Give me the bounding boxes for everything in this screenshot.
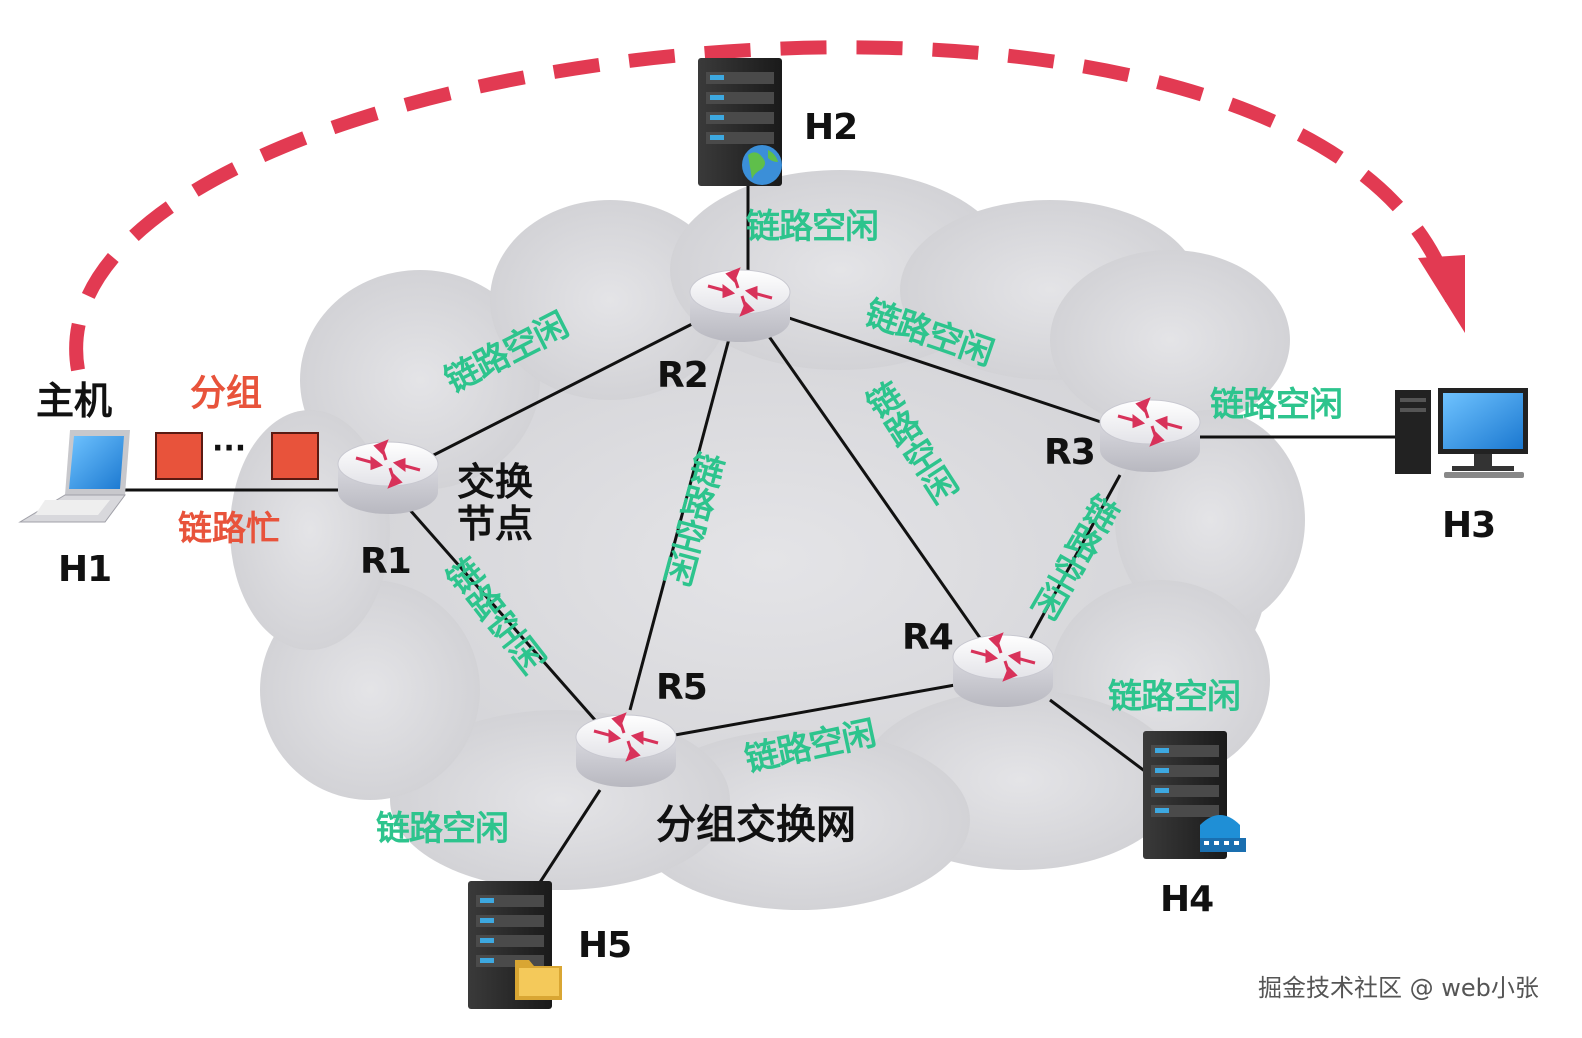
- link-r5-h5-status: 链路空闲: [376, 809, 509, 849]
- file-server-icon: [468, 881, 562, 1009]
- host-h2-label: H2: [804, 107, 858, 148]
- watermark-text: 掘金技术社区 @ web小张: [1258, 974, 1539, 1002]
- router-r5-label: R5: [656, 667, 708, 708]
- link-r4-h4: [1049, 698, 1151, 777]
- router-r2-icon: [688, 268, 792, 344]
- host-h1-label: H1: [58, 549, 112, 590]
- link-r5-h5: [533, 789, 602, 891]
- host-title-label: 主机: [36, 379, 113, 423]
- link-h2-r2-status: 链路空闲: [746, 207, 879, 247]
- router-r1-icon: [336, 440, 440, 516]
- router-r3-label: R3: [1044, 432, 1096, 473]
- laptop-icon: [18, 430, 130, 523]
- web-server-icon: [698, 58, 782, 186]
- router-r3-icon: [1098, 398, 1202, 474]
- transfer-arc-arrow: [69, 40, 1459, 372]
- router-r4-icon: [951, 633, 1055, 709]
- switching-node-label: 交换 节点: [457, 460, 534, 546]
- network-links: [125, 178, 1410, 891]
- router-r5-icon: [574, 713, 678, 789]
- link-r3-h3-status: 链路空闲: [1210, 385, 1343, 425]
- link-r2-r4: [766, 334, 987, 646]
- packet-label: 分组: [190, 373, 263, 414]
- desktop-computer-icon: [1395, 388, 1528, 478]
- link-r2-r3: [779, 313, 1111, 427]
- host-h3-label: H3: [1442, 505, 1496, 546]
- host-h5-label: H5: [578, 925, 632, 966]
- link-r4-h4-status: 链路空闲: [1108, 677, 1241, 717]
- router-r1-label: R1: [360, 541, 412, 582]
- network-title: 分组交换网: [656, 802, 856, 848]
- arrowhead-icon: [1418, 255, 1465, 333]
- link-r1-r5: [408, 509, 597, 721]
- link-h1-r1-status: 链路忙: [178, 509, 280, 549]
- packet-ellipsis: ···: [212, 431, 247, 466]
- video-server-icon: [1143, 731, 1246, 859]
- link-r1-r2: [419, 318, 701, 464]
- packet-1: [155, 432, 203, 480]
- packet-2: [271, 432, 319, 480]
- link-r4-r5: [674, 683, 956, 737]
- link-r2-r5: [628, 334, 732, 711]
- host-h4-label: H4: [1160, 879, 1214, 920]
- router-r2-label: R2: [657, 355, 709, 396]
- router-r4-label: R4: [902, 617, 954, 658]
- link-r3-r4: [1023, 474, 1122, 649]
